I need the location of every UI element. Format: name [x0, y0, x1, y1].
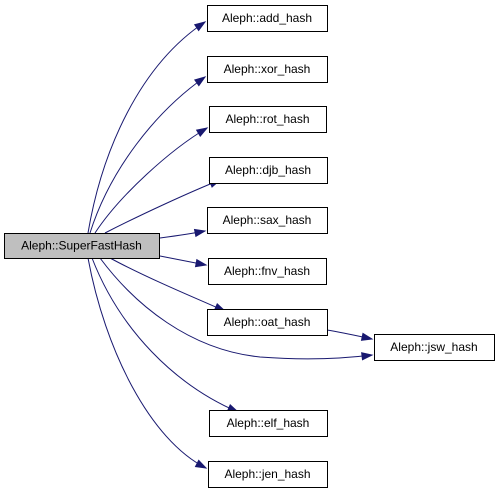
- node-label: Aleph::jen_hash: [224, 467, 310, 481]
- edge-arrowhead: [193, 76, 207, 87]
- edge-superfasthash-to-jen_hash: [87, 257, 208, 469]
- node-label: Aleph::fnv_hash: [224, 264, 310, 278]
- node-box[interactable]: [207, 56, 328, 83]
- node-box[interactable]: [4, 233, 160, 259]
- edge-arrowhead: [195, 127, 209, 138]
- node-label: Aleph::elf_hash: [227, 416, 310, 430]
- edge-line: [87, 21, 206, 234]
- edge-line: [94, 127, 208, 234]
- node-sax-hash[interactable]: Aleph::sax_hash: [207, 207, 328, 234]
- node-box[interactable]: [209, 157, 328, 184]
- edge-superfasthash-to-sax_hash: [159, 228, 207, 239]
- edge-arrowhead: [194, 258, 208, 268]
- node-box[interactable]: [209, 106, 327, 133]
- node-label: Aleph::djb_hash: [225, 163, 311, 177]
- edge-line: [87, 257, 207, 469]
- node-label: Aleph::oat_hash: [224, 315, 311, 329]
- edge-arrowhead: [360, 332, 374, 341]
- edge-superfasthash-to-jsw_hash: [99, 257, 374, 361]
- edge-line: [89, 76, 206, 234]
- edge-line: [104, 179, 221, 234]
- edge-arrowhead: [194, 459, 208, 469]
- node-fnv-hash[interactable]: Aleph::fnv_hash: [208, 258, 327, 285]
- node-box[interactable]: [207, 5, 328, 32]
- edge-line: [109, 257, 226, 312]
- node-label: Aleph::rot_hash: [225, 112, 309, 126]
- node-box[interactable]: [374, 334, 495, 361]
- edge-arrowhead: [361, 352, 374, 361]
- edge-superfasthash-to-rot_hash: [94, 127, 209, 234]
- node-box[interactable]: [207, 207, 328, 234]
- node-add-hash[interactable]: Aleph::add_hash: [207, 5, 328, 32]
- node-box[interactable]: [207, 309, 328, 336]
- edge-arrowhead: [193, 228, 207, 238]
- edge-superfasthash-to-djb_hash: [104, 179, 222, 234]
- node-box[interactable]: [209, 410, 328, 437]
- edge-superfasthash-to-fnv_hash: [159, 255, 208, 268]
- edge-line: [91, 257, 239, 413]
- node-jen-hash[interactable]: Aleph::jen_hash: [208, 461, 328, 488]
- node-label: Aleph::SuperFastHash: [21, 239, 142, 253]
- node-label: Aleph::sax_hash: [223, 213, 312, 227]
- edge-oat_hash-to-jsw_hash: [326, 329, 374, 341]
- edge-arrowhead: [193, 21, 207, 32]
- edge-superfasthash-to-add_hash: [87, 21, 207, 234]
- node-box[interactable]: [208, 461, 328, 488]
- node-jsw-hash[interactable]: Aleph::jsw_hash: [374, 334, 495, 361]
- node-xor-hash[interactable]: Aleph::xor_hash: [207, 56, 328, 83]
- node-elf-hash[interactable]: Aleph::elf_hash: [209, 410, 328, 437]
- edge-superfasthash-to-xor_hash: [89, 76, 207, 234]
- node-label: Aleph::xor_hash: [224, 62, 311, 76]
- node-rot-hash[interactable]: Aleph::rot_hash: [209, 106, 327, 133]
- call-graph-nodes: Aleph::SuperFastHash Aleph::add_hashAleph…: [4, 5, 495, 488]
- node-label: Aleph::jsw_hash: [390, 340, 477, 354]
- edge-superfasthash-to-oat_hash: [109, 257, 227, 312]
- node-root-superfasthash[interactable]: Aleph::SuperFastHash: [4, 233, 160, 259]
- node-oat-hash[interactable]: Aleph::oat_hash: [207, 309, 328, 336]
- node-label: Aleph::add_hash: [222, 11, 312, 25]
- node-djb-hash[interactable]: Aleph::djb_hash: [209, 157, 328, 184]
- node-box[interactable]: [208, 258, 327, 285]
- edge-line: [99, 257, 373, 360]
